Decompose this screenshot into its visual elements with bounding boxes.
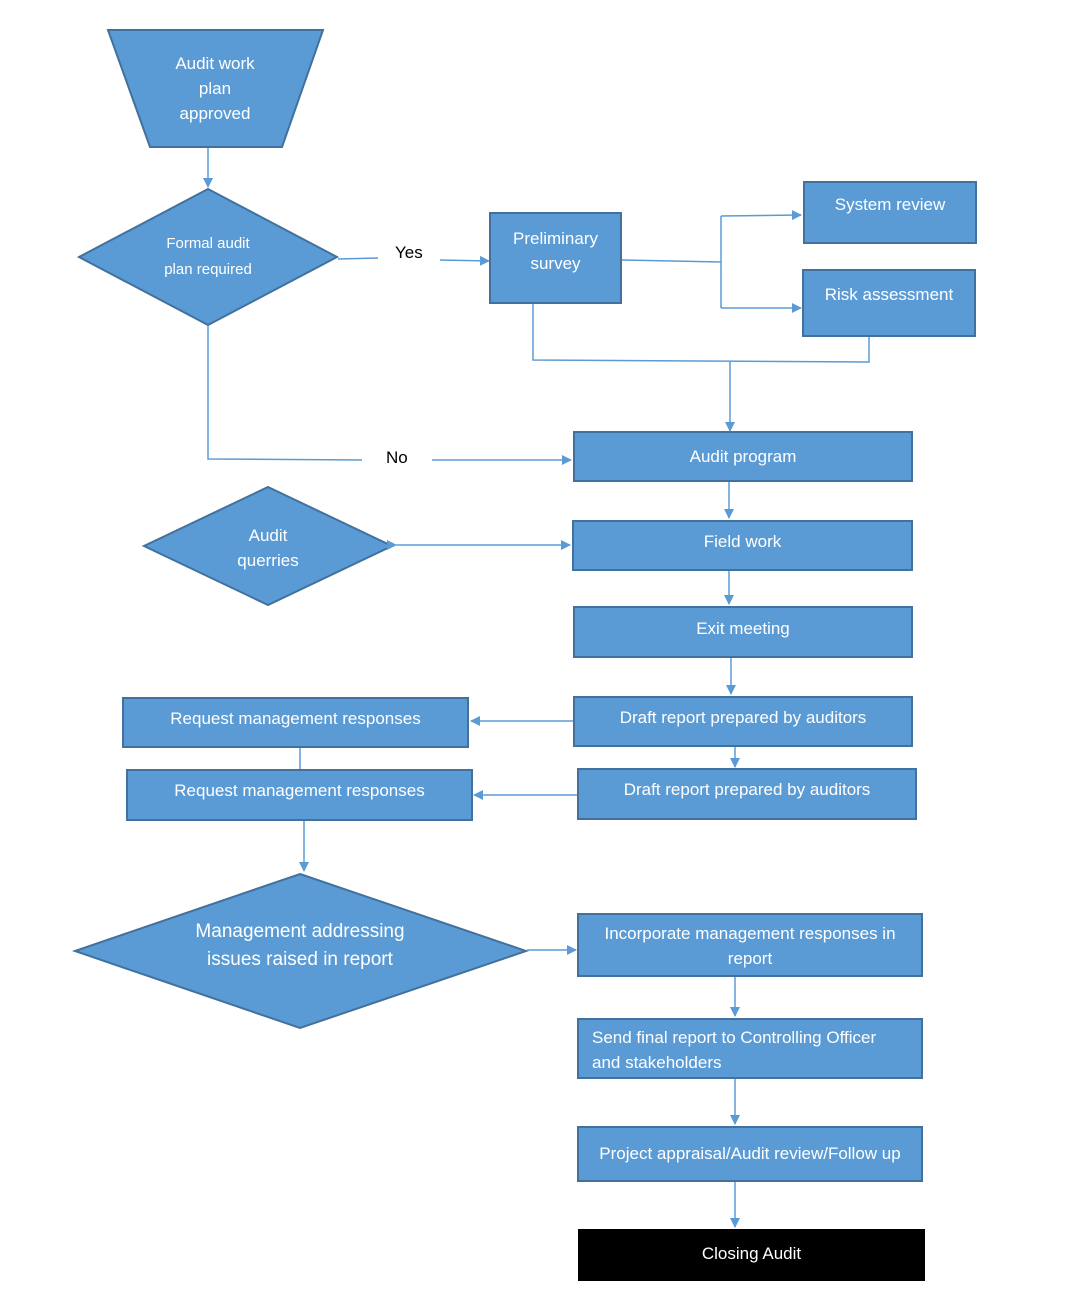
connector-no-left bbox=[207, 326, 363, 461]
no-label: No bbox=[382, 448, 412, 468]
audit-queries-shape bbox=[141, 485, 395, 607]
label-line: Project appraisal/Audit review/Follow up bbox=[599, 1143, 901, 1163]
label-line: Draft report prepared by auditors bbox=[619, 707, 867, 727]
label-line: Risk assessment bbox=[824, 284, 954, 304]
incorporate-responses-shape bbox=[577, 913, 923, 977]
label-line: Management addressing bbox=[195, 921, 405, 942]
label-line: Request management responses bbox=[170, 708, 421, 728]
label-line: approved bbox=[179, 104, 251, 123]
request-responses-2-label: Request management responses bbox=[127, 770, 472, 811]
label-line: Closing Audit bbox=[701, 1243, 802, 1263]
audit-program-shape bbox=[573, 431, 913, 482]
send-final-report-label: Send final report to Controlling Officer… bbox=[578, 1023, 922, 1077]
connector-survey-split bbox=[621, 259, 722, 263]
audit-queries-label: Audit querries bbox=[188, 520, 348, 576]
exit-meeting-shape bbox=[573, 606, 913, 658]
label-line: report bbox=[727, 949, 773, 968]
connector-to-system-review bbox=[720, 210, 802, 221]
label-line: Audit work bbox=[175, 54, 255, 73]
draft-report-1-shape bbox=[573, 696, 913, 747]
label-line: querries bbox=[237, 551, 299, 570]
project-appraisal-shape bbox=[577, 1126, 923, 1182]
audit-program-label: Audit program bbox=[574, 432, 912, 481]
closing-audit-label: Closing Audit bbox=[579, 1230, 924, 1276]
draft-report-2-label: Draft report prepared by auditors bbox=[578, 769, 916, 810]
preliminary-survey-shape bbox=[489, 212, 622, 304]
draft-report-1-label: Draft report prepared by auditors bbox=[574, 697, 912, 737]
connector-yes-left bbox=[337, 257, 379, 260]
system-review-shape bbox=[803, 181, 977, 244]
label-line: Formal audit bbox=[166, 235, 250, 252]
request-responses-1-shape bbox=[122, 697, 469, 748]
draft-report-2-shape bbox=[577, 768, 917, 820]
label-line: Draft report prepared by auditors bbox=[623, 780, 871, 799]
label-line: Audit program bbox=[689, 447, 797, 466]
label-line: Send final report to Controlling Officer bbox=[592, 1028, 877, 1047]
exit-meeting-label: Exit meeting bbox=[574, 607, 912, 649]
request-responses-1-label: Request management responses bbox=[123, 698, 468, 738]
field-work-label: Field work bbox=[573, 521, 912, 562]
risk-assessment-shape bbox=[802, 269, 976, 337]
label-line: Field work bbox=[703, 532, 782, 551]
label-line: and stakeholders bbox=[592, 1053, 722, 1072]
label-line: plan bbox=[198, 79, 232, 98]
formal-plan-required-label: Formal audit plan required bbox=[128, 220, 288, 294]
yes-label: Yes bbox=[391, 243, 427, 263]
system-review-label: System review bbox=[804, 182, 976, 226]
request-responses-2-shape bbox=[126, 769, 473, 821]
formal-plan-required-shape bbox=[76, 187, 340, 327]
label-line: Request management responses bbox=[174, 781, 425, 800]
incorporate-responses-label: Incorporate management responses in repor… bbox=[578, 919, 922, 973]
preliminary-survey-label: Preliminary survey bbox=[490, 213, 621, 289]
management-addressing-label: Management addressing issues raised in re… bbox=[170, 915, 430, 977]
label-line: Exit meeting bbox=[696, 618, 790, 638]
project-appraisal-label: Project appraisal/Audit review/Follow up bbox=[578, 1127, 922, 1179]
audit-work-plan-shape bbox=[106, 29, 325, 148]
label-line: survey bbox=[530, 254, 581, 273]
label-line: System review bbox=[834, 194, 946, 214]
label-line: Incorporate management responses in bbox=[604, 924, 896, 943]
audit-work-plan-label: Audit work plan approved bbox=[140, 30, 290, 147]
field-work-shape bbox=[572, 520, 913, 571]
label-line: Audit bbox=[248, 526, 288, 545]
connector-survey-down bbox=[532, 304, 870, 363]
risk-assessment-label: Risk assessment bbox=[803, 270, 975, 318]
label-line: plan required bbox=[164, 261, 252, 278]
closing-audit-shape bbox=[578, 1229, 925, 1281]
label-line: Preliminary bbox=[512, 229, 599, 248]
management-addressing-shape bbox=[71, 872, 530, 1030]
connector-yes-right bbox=[439, 255, 490, 266]
send-final-report-shape bbox=[577, 1018, 923, 1079]
label-line: issues raised in report bbox=[207, 949, 393, 970]
